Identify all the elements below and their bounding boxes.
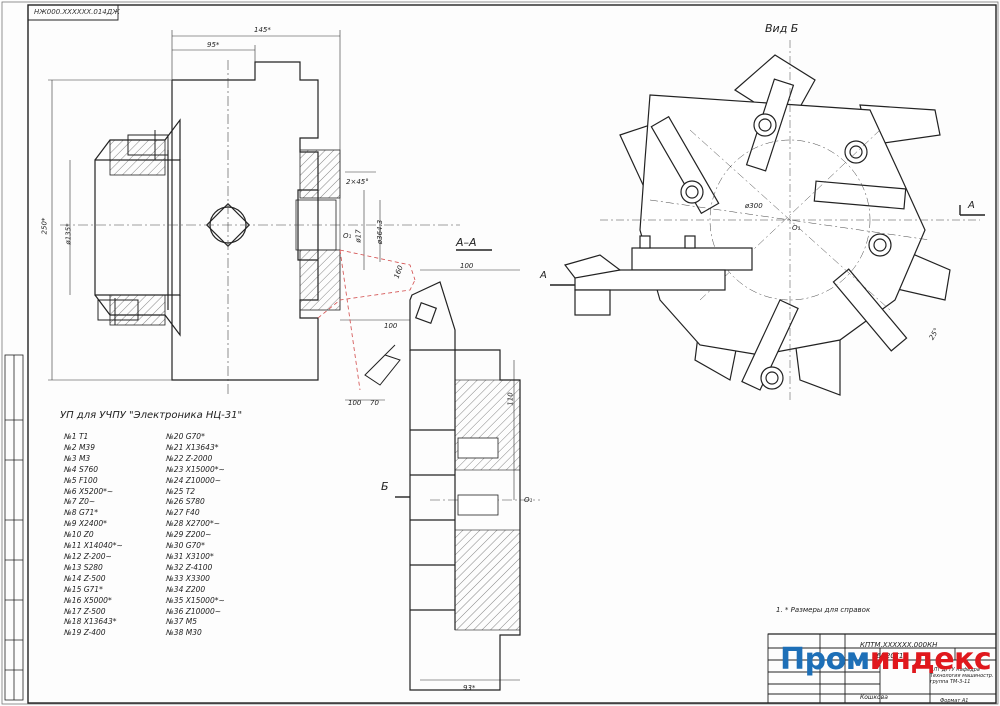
- view-label: Вид Б: [765, 22, 799, 35]
- dim-70: 70: [370, 399, 379, 407]
- origin-mark-1: O₁: [343, 232, 352, 240]
- chuck-hatch: [109, 139, 341, 326]
- program-line: №33 X3300: [166, 573, 210, 583]
- program-line: №35 X15000*~: [166, 595, 225, 605]
- program-line: №36 Z10000~: [166, 606, 222, 616]
- dim-100-b: 100: [384, 322, 398, 330]
- program-col1: №1 Т1 №2 М39 №3 М3 №4 S760 №5 F100 №6 X5…: [64, 432, 123, 639]
- program-line: №14 Z-500: [64, 573, 106, 583]
- turret-centre-lines: [600, 40, 980, 400]
- program-line: №15 G71*: [64, 584, 103, 594]
- dim-145: 145*: [254, 26, 271, 34]
- program-line: №4 S760: [64, 464, 99, 474]
- origin-mark-3: O₁: [524, 496, 533, 504]
- program-line: №29 Z200~: [166, 530, 212, 540]
- drawing-note: 1. * Размеры для справок: [776, 606, 871, 614]
- section-markers: [395, 205, 985, 498]
- title-block-material: Кошкова: [860, 694, 888, 701]
- small-tool: [364, 344, 401, 386]
- program-line: №19 Z-400: [64, 628, 106, 638]
- program-line: №5 F100: [64, 475, 98, 485]
- program-line: №10 Z0: [64, 530, 94, 540]
- marker-b: Б: [381, 480, 389, 493]
- program-line: №31 X3100*: [166, 551, 214, 561]
- program-line: №37 М5: [166, 617, 197, 627]
- origin-mark-2: O₁: [792, 224, 801, 232]
- dim-d300: ø300: [745, 202, 763, 210]
- inner-frame: [27, 4, 997, 704]
- program-line: №30 G70*: [166, 541, 205, 551]
- program-line: №32 Z-4100: [166, 562, 213, 572]
- left-strip: [4, 354, 24, 701]
- program-line: №6 X5200*~: [64, 486, 114, 496]
- program-line: №22 Z-2000: [166, 453, 213, 463]
- dim-95: 95*: [207, 41, 220, 49]
- program-line: №3 М3: [64, 453, 91, 463]
- marker-a-left: А: [540, 270, 547, 281]
- program-line: №24 Z10000~: [166, 475, 222, 485]
- watermark-part2: индекс: [869, 642, 992, 677]
- program-line: №34 Z200: [166, 584, 206, 594]
- watermark-logo: Проминдекс: [780, 642, 992, 677]
- chuck-bolts: [97, 130, 169, 325]
- stamp-box: [27, 4, 119, 21]
- program-col2: №20 G70* №21 X13643* №22 Z-2000 №23 X150…: [166, 432, 225, 639]
- turret: [619, 54, 951, 396]
- program-line: №27 F40: [166, 508, 200, 518]
- program-line: №25 Т2: [166, 486, 196, 496]
- title-block-name: 16К20Т1: [872, 652, 904, 660]
- dim-93: 93*: [463, 684, 476, 692]
- program-title: УП для УЧПУ "Электроника НЦ-31": [60, 410, 243, 421]
- program-line: №2 М39: [64, 442, 95, 452]
- dim-d364: ø364.3: [376, 219, 385, 245]
- watermark-part1: Пром: [780, 642, 870, 677]
- title-block-org: АЛТ ДГТУ Кафедра Технология машиностр. г…: [930, 667, 994, 685]
- marker-a-right: А: [968, 200, 975, 211]
- program-line: №9 X2400*: [64, 519, 107, 529]
- title-block-format: Формат А1: [940, 698, 969, 704]
- program-line: №18 X13643*: [64, 617, 117, 627]
- dim-250: 250*: [40, 217, 49, 235]
- drawing-stamp: НЖ000.ХХХХХХ.014ДЖ: [34, 8, 120, 16]
- dim-110: 110: [506, 392, 515, 406]
- program-line: №16 X5000*: [64, 595, 112, 605]
- dim-chamfer: 2×45°: [346, 178, 369, 186]
- program-line: №38 М30: [166, 628, 202, 638]
- program-line: №20 G70*: [166, 432, 205, 441]
- tool-holder-hatch: [454, 379, 521, 631]
- chuck-body: [94, 61, 319, 381]
- program-line: №8 G71*: [64, 508, 99, 518]
- program-line: №12 Z-200~: [64, 551, 112, 561]
- program-line: №1 Т1: [64, 432, 89, 441]
- dim-100-c: 100: [348, 399, 362, 407]
- program-line: №7 Z0~: [64, 497, 96, 507]
- program-line: №21 X13643*: [166, 442, 219, 452]
- turret-tool: [563, 235, 753, 316]
- title-block-code: КПТМ.ХХХХХХ.000КН: [860, 641, 938, 649]
- section-label: А–А: [456, 236, 477, 249]
- program-line: №17 Z-500: [64, 606, 106, 616]
- tool-path: [317, 249, 416, 391]
- dim-100-a: 100: [460, 262, 474, 270]
- dim-d17: ø17: [354, 229, 363, 243]
- turret-holes: [680, 113, 892, 390]
- program-line: №26 S780: [166, 497, 205, 507]
- program-line: №13 S280: [64, 562, 103, 572]
- program-line: №11 X14040*~: [64, 541, 123, 551]
- dimension-lines: [48, 30, 520, 681]
- program-line: №23 X15000*~: [166, 464, 225, 474]
- dim-d135: ø135*: [64, 223, 73, 245]
- program-line: №28 X2700*~: [166, 519, 220, 529]
